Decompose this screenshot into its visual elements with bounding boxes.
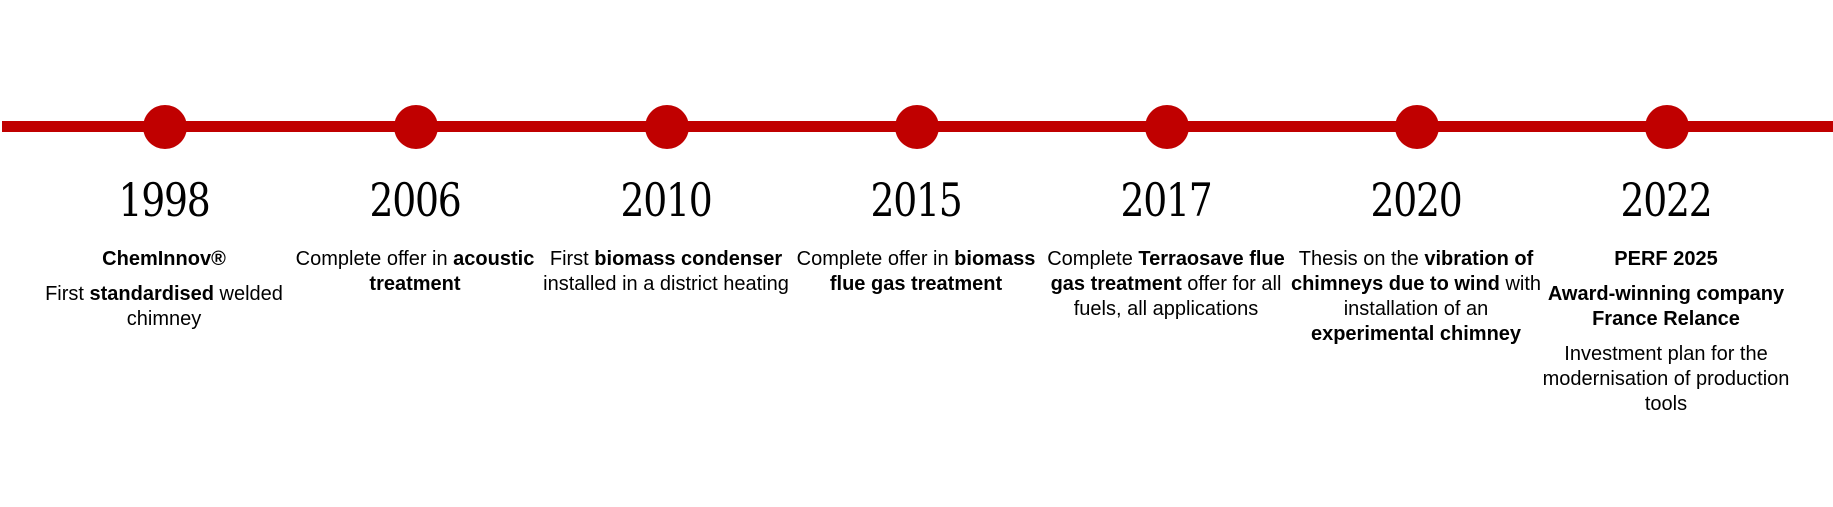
description-text: Complete offer in: [295, 248, 454, 270]
description-text-bold: acoustic treatment: [369, 248, 535, 295]
milestone-2020: 2020 Thesis on the vibration of chimneys…: [1286, 0, 1546, 507]
milestone-2010: 2010 First biomass condenser installed i…: [536, 0, 796, 507]
description-text-bold: standardised: [89, 283, 214, 305]
milestone-description: Thesis on the vibration of chimneys due …: [1286, 247, 1546, 356]
description-text-bold: experimental chimney: [1310, 323, 1522, 345]
milestone-description: ChemInnov® First standardised welded chi…: [34, 247, 294, 341]
milestone-1998: 1998 ChemInnov® First standardised welde…: [34, 0, 294, 507]
description-text: offer for all fuels, all applications: [1073, 273, 1282, 320]
description-text-bold: Terraosave flue gas treatment: [1050, 248, 1285, 295]
description-text-bold: ChemInnov®: [102, 248, 226, 270]
description-text: Thesis on the: [1298, 248, 1425, 270]
milestone-dot: [1145, 105, 1189, 149]
description-text: welded chimney: [126, 283, 283, 330]
milestone-dot: [394, 105, 438, 149]
milestone-dot: [1395, 105, 1439, 149]
description-text: installed in a district heating: [543, 273, 789, 295]
milestone-2022: 2022 PERF 2025 Award-winning company Fra…: [1536, 0, 1796, 507]
milestone-dot: [1645, 105, 1689, 149]
description-text: First: [549, 248, 595, 270]
milestone-description: Complete offer in biomass flue gas treat…: [786, 247, 1046, 306]
description-text: Complete: [1047, 248, 1139, 270]
milestone-dot: [645, 105, 689, 149]
description-paragraph: Complete offer in biomass flue gas treat…: [786, 247, 1046, 297]
description-paragraph: PERF 2025: [1536, 247, 1796, 272]
milestone-2017: 2017 Complete Terraosave flue gas treatm…: [1036, 0, 1296, 507]
milestone-description: Complete offer in acoustic treatment: [285, 247, 545, 306]
milestone-year: 2020: [1370, 173, 1462, 227]
description-paragraph: ChemInnov®: [34, 247, 294, 272]
description-paragraph: Thesis on the vibration of chimneys due …: [1286, 247, 1546, 347]
description-text-bold: biomass flue gas treatment: [829, 248, 1036, 295]
milestone-dot: [895, 105, 939, 149]
milestone-year: 2022: [1620, 173, 1712, 227]
description-text: Investment plan for the modernisation of…: [1542, 343, 1790, 415]
milestone-year: 2006: [369, 173, 461, 227]
milestone-2015: 2015 Complete offer in biomass flue gas …: [786, 0, 1046, 507]
milestone-year: 2015: [870, 173, 962, 227]
description-text-bold: PERF 2025: [1614, 248, 1718, 270]
milestone-description: PERF 2025 Award-winning company France R…: [1536, 247, 1796, 426]
description-text-bold: biomass condenser: [594, 248, 783, 270]
description-text: First: [45, 283, 90, 305]
milestone-description: Complete Terraosave flue gas treatment o…: [1036, 247, 1296, 331]
description-paragraph: Investment plan for the modernisation of…: [1536, 342, 1796, 417]
description-paragraph: First standardised welded chimney: [34, 282, 294, 332]
description-paragraph: Complete offer in acoustic treatment: [285, 247, 545, 297]
milestone-dot: [143, 105, 187, 149]
description-text: Complete offer in: [796, 248, 955, 270]
description-paragraph: First biomass condenser installed in a d…: [536, 247, 796, 297]
description-text-bold: Award-winning company France Relance: [1547, 283, 1785, 330]
milestone-year: 1998: [118, 173, 210, 227]
milestone-2006: 2006 Complete offer in acoustic treatmen…: [285, 0, 545, 507]
description-paragraph: Award-winning company France Relance: [1536, 282, 1796, 332]
milestone-year: 2010: [620, 173, 712, 227]
description-text-bold: vibration of chimneys due to wind: [1290, 248, 1534, 295]
description-text: with installation of an: [1343, 273, 1542, 320]
milestone-year: 2017: [1120, 173, 1212, 227]
description-paragraph: Complete Terraosave flue gas treatment o…: [1036, 247, 1296, 322]
milestone-description: First biomass condenser installed in a d…: [536, 247, 796, 306]
